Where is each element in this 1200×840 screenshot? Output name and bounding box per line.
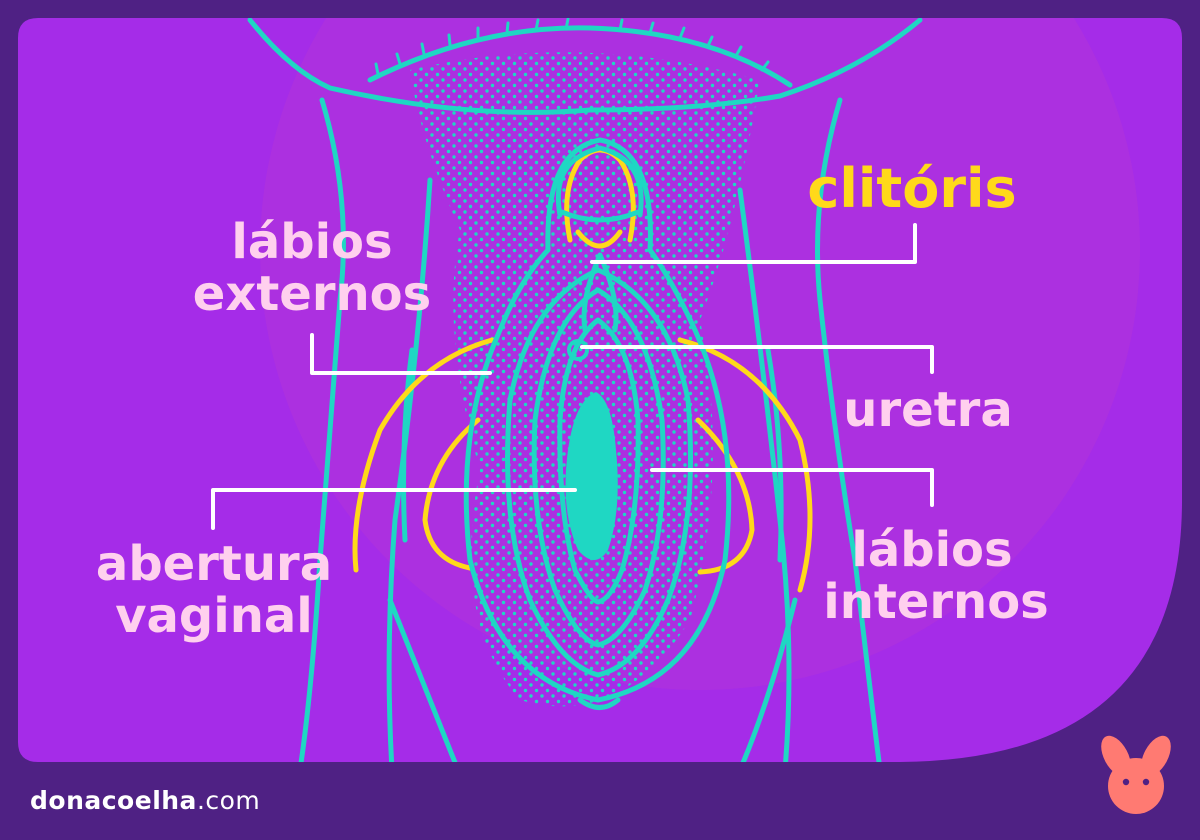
label-labios-internos-2: internos [823, 574, 1049, 630]
label-labios-externos-2: externos [193, 266, 431, 322]
left-outer-fold-inner [422, 417, 481, 571]
uretra-pointer [580, 345, 934, 374]
labia-outer-contour [463, 137, 732, 703]
belly-outline [247, 18, 923, 115]
left-leg-line [387, 597, 461, 762]
labios-internos-pointer [650, 468, 934, 507]
label-uretra: uretra [843, 382, 1012, 438]
hood-teal [555, 145, 644, 218]
brand-suffix: .com [196, 786, 261, 815]
right-outer-fold-inner [695, 417, 755, 575]
label-clitoris: clitóris [807, 157, 1016, 220]
brand-name: donacoelha [30, 786, 197, 815]
hair-ticks [374, 18, 770, 76]
labia-mid-contour-1 [505, 267, 693, 678]
inner-labia-contour [557, 317, 641, 605]
dotted-texture [410, 52, 760, 707]
abertura-pointer [211, 488, 577, 530]
vaginal-opening-shape [565, 392, 618, 560]
label-abertura-2: vaginal [115, 588, 313, 644]
bottom-fold [577, 697, 621, 710]
label-labios-externos-1: lábios [231, 214, 392, 270]
label-abertura-1: abertura [96, 536, 332, 592]
left-outer-fold [352, 337, 495, 573]
brand-wordmark: donacoelha.com [30, 786, 260, 815]
hood-bridge [559, 209, 641, 223]
right-outer-fold [677, 337, 813, 593]
right-thigh-outline [815, 97, 883, 762]
rabbit-icon [1101, 735, 1171, 814]
belly-contour [367, 25, 793, 88]
clitoris-pointer [590, 223, 917, 264]
left-inner-thigh [386, 177, 433, 762]
labios-externos-pointer [310, 333, 492, 375]
right-leg-line [737, 597, 798, 762]
left-thigh-outline [297, 97, 346, 762]
labia-mid-contour-2 [531, 287, 666, 648]
right-crease [765, 347, 784, 563]
clitoris-glans [575, 229, 623, 249]
label-labios-internos-1: lábios [851, 522, 1012, 578]
urethra-shape [567, 339, 589, 361]
